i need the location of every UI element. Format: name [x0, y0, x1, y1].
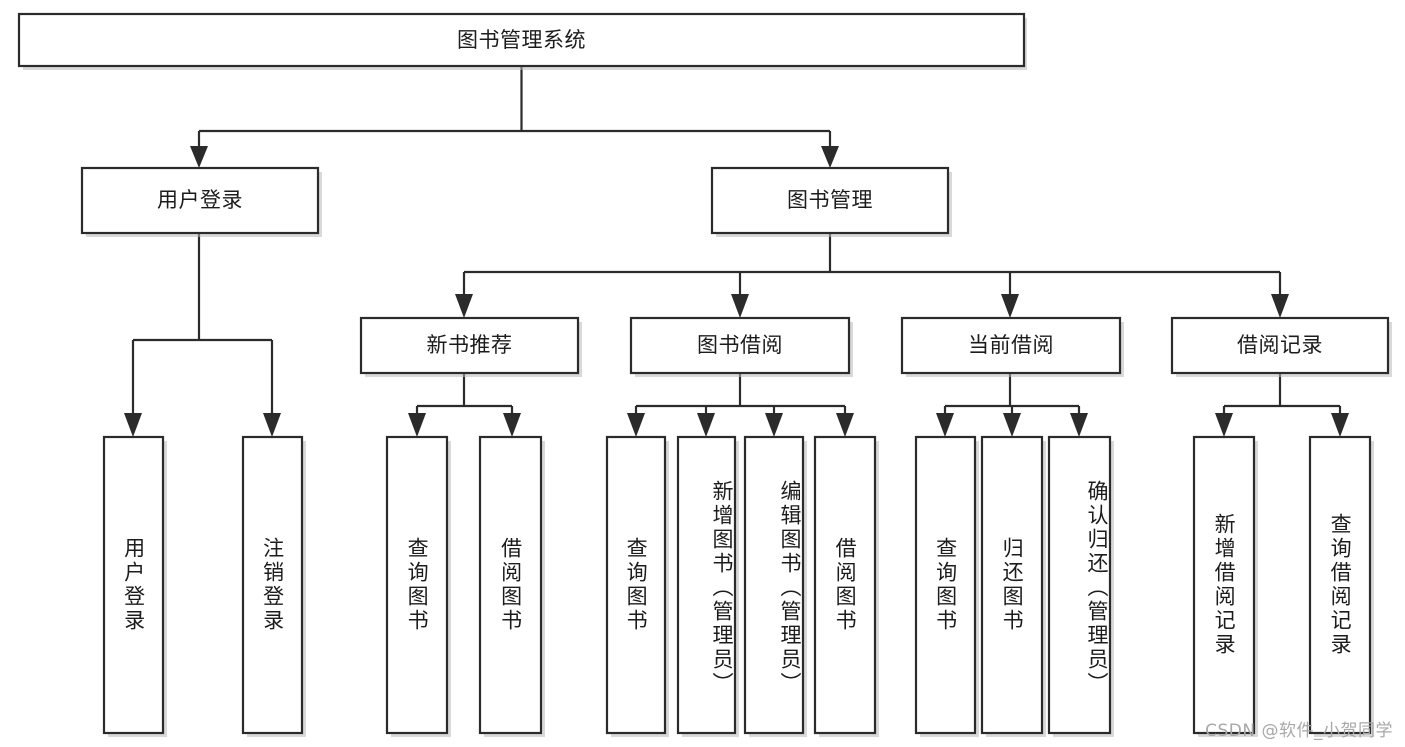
- node-leaf-add-book-admin[interactable]: [676, 435, 737, 735]
- node-book-management[interactable]: [710, 166, 950, 235]
- arrowhead-borrowrecord-leaf-1: [1215, 413, 1233, 437]
- connector-layer: [124, 66, 1349, 437]
- node-user-login[interactable]: [80, 166, 320, 235]
- arrowhead-bookborrow-leaf-1: [627, 413, 645, 437]
- arrowhead-bookborrow: [731, 294, 749, 318]
- node-leaf-borrow-book[interactable]: [813, 435, 877, 735]
- node-borrow-record[interactable]: [1170, 316, 1390, 375]
- node-book-borrow[interactable]: [629, 316, 851, 375]
- node-leaf-confirm-return-admin[interactable]: [1047, 435, 1112, 735]
- arrowhead-user-login: [190, 146, 208, 168]
- node-leaf-query-borrow-record[interactable]: [1308, 435, 1372, 735]
- arrowhead-newbook-leaf-2: [503, 413, 521, 437]
- node-leaf-borrow-book-recommend[interactable]: [478, 435, 543, 735]
- arrowhead-borrowrecord: [1271, 294, 1289, 318]
- node-layer: [17, 12, 1390, 735]
- arrowhead-currentborrow-leaf-1: [936, 413, 954, 437]
- node-leaf-return-book[interactable]: [980, 435, 1044, 735]
- node-leaf-query-book-borrow[interactable]: [605, 435, 667, 735]
- node-new-book-recommend[interactable]: [359, 316, 580, 375]
- arrowhead-newbook: [455, 294, 473, 318]
- arrowhead-bookborrow-leaf-4: [836, 413, 854, 437]
- node-leaf-logout[interactable]: [241, 435, 304, 735]
- node-leaf-add-borrow-record[interactable]: [1192, 435, 1256, 735]
- arrowhead-currentborrow-leaf-2: [1003, 413, 1021, 437]
- node-leaf-edit-book-admin[interactable]: [743, 435, 805, 735]
- arrowhead-leaf-logout: [263, 413, 281, 437]
- node-leaf-query-book-recommend[interactable]: [385, 435, 449, 735]
- node-current-borrow[interactable]: [900, 316, 1122, 375]
- arrowhead-borrowrecord-leaf-2: [1331, 413, 1349, 437]
- arrowhead-bookborrow-leaf-2: [697, 413, 715, 437]
- arrowhead-newbook-leaf-1: [408, 413, 426, 437]
- arrowhead-book-manage: [821, 146, 839, 168]
- csdn-watermark: CSDN @软件_小贺同学: [1205, 721, 1393, 741]
- arrowhead-bookborrow-leaf-3: [765, 413, 783, 437]
- arrowhead-currentborrow-leaf-3: [1070, 413, 1088, 437]
- node-leaf-user-login[interactable]: [102, 435, 165, 735]
- arrowhead-leaf-user-login: [124, 413, 142, 437]
- arrowhead-currentborrow: [1001, 294, 1019, 318]
- node-leaf-query-book-current[interactable]: [914, 435, 977, 735]
- node-root-book-management-system[interactable]: [17, 12, 1026, 68]
